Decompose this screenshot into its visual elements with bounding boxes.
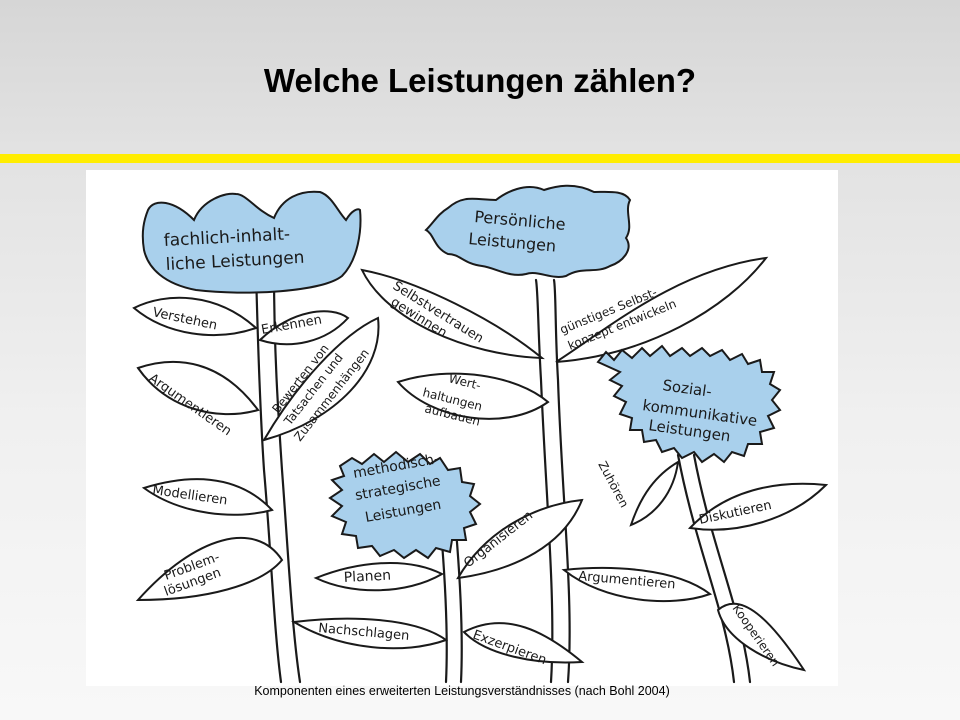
leaf-kooperieren	[716, 602, 807, 672]
flower-persoenlich	[424, 184, 632, 278]
leaf-problemloesungen	[135, 537, 284, 602]
leistungen-flower-diagram: fachlich-inhalt- liche Leistungen Persön…	[86, 170, 838, 686]
leaf-selbstkonzept	[555, 256, 769, 363]
leaf-organisieren	[456, 498, 584, 580]
flower-methodisch	[328, 450, 482, 560]
stem-persoenlich	[534, 278, 554, 684]
flowers	[141, 184, 782, 560]
leaf-nachschlagen	[290, 617, 449, 650]
slide-title: Welche Leistungen zählen?	[263, 62, 697, 99]
leaf-argumentieren-fach	[136, 360, 260, 416]
leaf-selbstvertrauen	[360, 268, 545, 360]
leaf-diskutieren	[687, 482, 829, 531]
leaves	[132, 256, 829, 672]
label-planen: Planen	[343, 568, 391, 586]
leaf-modellieren	[141, 478, 274, 516]
stem-persoenlich-inner	[552, 278, 571, 684]
leaf-zuhoeren	[629, 460, 680, 527]
stem-sozial	[676, 453, 736, 684]
figure-caption: Komponenten eines erweiterten Leistungsv…	[254, 684, 670, 698]
title-accent-bar	[0, 154, 960, 163]
stem-methodisch-inner	[454, 528, 463, 684]
flower-sozial	[596, 344, 782, 464]
leaf-planen	[313, 561, 445, 592]
leaf-argumentieren-sozial	[561, 567, 713, 603]
leaf-werthaltungen	[396, 372, 550, 420]
leaf-exzerpieren	[462, 622, 585, 664]
leaf-bewerten	[261, 316, 380, 442]
leaf-verstehen	[132, 296, 258, 337]
leaf-erkennen	[258, 310, 350, 346]
stem-fachlich	[254, 268, 283, 684]
flower-fachlich	[141, 190, 362, 294]
stems	[254, 268, 752, 684]
stem-sozial-inner	[692, 453, 752, 684]
